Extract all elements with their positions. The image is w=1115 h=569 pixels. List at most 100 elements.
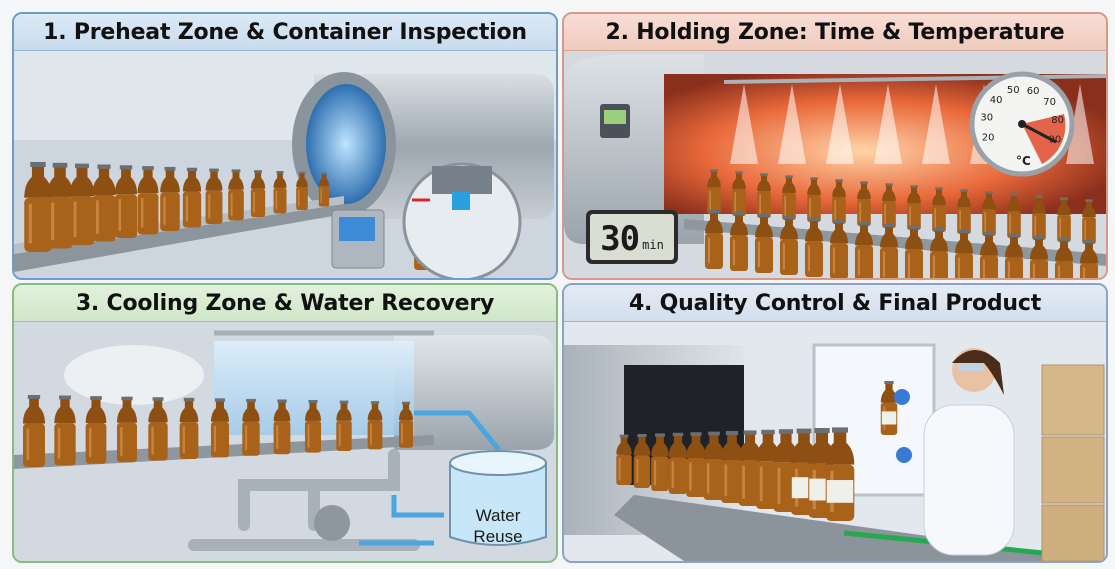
timer-unit: min — [642, 238, 664, 252]
bottle — [754, 213, 774, 273]
bottle — [651, 433, 669, 491]
bottle — [54, 395, 76, 466]
bottle — [879, 223, 899, 278]
bottle — [857, 181, 871, 226]
bottle — [954, 229, 974, 278]
water-reuse-tank — [449, 450, 547, 546]
bottle — [1032, 195, 1046, 240]
bottle — [273, 171, 287, 214]
spray-cone — [874, 84, 902, 164]
panel-cooling: 3. Cooling Zone & Water Recovery — [12, 283, 558, 563]
bottle — [69, 163, 95, 245]
spray-cone — [826, 84, 854, 164]
gauge-tick-label: 70 — [1043, 97, 1056, 108]
preheat-illustration — [14, 50, 556, 278]
bottle — [179, 397, 199, 459]
bottle — [228, 169, 244, 221]
gauge-tick-label: 50 — [1007, 85, 1020, 96]
bottle — [757, 173, 771, 218]
steam — [64, 345, 204, 405]
bottle-row — [23, 395, 414, 467]
panel-title: 3. Cooling Zone & Water Recovery — [14, 285, 556, 322]
spray-cone — [778, 84, 806, 164]
bottle — [729, 211, 749, 271]
product-boxes — [1041, 364, 1105, 561]
bottle — [398, 401, 414, 448]
bottle-rows — [704, 169, 1099, 278]
bottle — [880, 381, 898, 435]
bottle — [979, 231, 999, 278]
bottle — [137, 166, 159, 235]
panel-title: 4. Quality Control & Final Product — [564, 285, 1106, 322]
spray-cone — [730, 84, 758, 164]
bottle — [1079, 239, 1099, 278]
gauge-tick-label: 40 — [990, 95, 1003, 106]
timer-display: 30 min — [586, 210, 678, 264]
bottle — [686, 432, 706, 497]
bottle — [782, 175, 796, 220]
bottle — [114, 165, 138, 238]
tank-label-line1: Water — [475, 506, 521, 525]
flow-arrows — [359, 410, 501, 546]
bottle — [273, 399, 291, 455]
bottle — [832, 179, 846, 224]
bottle — [932, 187, 946, 232]
bottle — [668, 432, 688, 494]
bottle — [707, 169, 721, 214]
bottle — [318, 172, 330, 207]
thermometer-gauge: 2030405060708090 — [969, 71, 1075, 177]
bottle — [616, 434, 632, 485]
bottle — [24, 162, 52, 252]
bottle — [148, 397, 168, 461]
bottle — [116, 396, 138, 463]
bottle — [721, 431, 743, 503]
gauge-unit: °C — [1016, 154, 1031, 168]
tank-label-line2: Reuse — [473, 527, 523, 546]
bottle — [738, 430, 762, 506]
bottle — [703, 431, 725, 500]
bottle — [1054, 237, 1074, 278]
bottle — [982, 191, 996, 236]
bottle — [367, 401, 383, 450]
bottle — [205, 168, 223, 224]
panel-preheat: 1. Preheat Zone & Container Inspection — [12, 12, 558, 280]
panel-quality: 4. Quality Control & Final Product — [562, 283, 1108, 563]
gauge-tick-label: 80 — [1051, 115, 1064, 126]
quality-illustration — [564, 321, 1106, 561]
panel-holding: 2. Holding Zone: Time & Temperature 20 30… — [562, 12, 1108, 280]
bottle — [304, 400, 322, 453]
bottle — [807, 177, 821, 222]
tank-label: Water Reuse — [458, 505, 538, 547]
bottle — [46, 162, 74, 249]
gauge-tick-label: 20 — [982, 132, 995, 143]
conveyor — [14, 204, 344, 272]
bottle — [804, 217, 824, 277]
technician — [894, 348, 1015, 556]
bottle — [1057, 197, 1071, 242]
bottle — [160, 166, 180, 231]
bottle — [633, 434, 651, 488]
bottle — [929, 227, 949, 278]
spray-cone — [922, 84, 950, 164]
panel-title: 1. Preheat Zone & Container Inspection — [14, 14, 556, 51]
pump — [314, 505, 350, 541]
bottle — [854, 221, 874, 278]
bottle — [829, 219, 849, 278]
bottle — [825, 427, 855, 521]
bottle — [242, 398, 260, 456]
tunnel-entrance — [306, 84, 386, 204]
gauge-tick-label: 60 — [1027, 86, 1040, 97]
bottle — [1004, 233, 1024, 278]
bottle — [732, 171, 746, 216]
bottle — [1082, 199, 1096, 244]
cooling-illustration — [14, 321, 556, 561]
bottle — [704, 209, 724, 269]
bottle — [210, 398, 230, 458]
cooling-spray — [214, 341, 414, 435]
bottle — [779, 215, 799, 275]
bottle — [882, 183, 896, 228]
bottle — [1007, 193, 1021, 238]
panel-title: 2. Holding Zone: Time & Temperature — [564, 14, 1106, 51]
bottle — [907, 185, 921, 230]
bottle — [957, 189, 971, 234]
